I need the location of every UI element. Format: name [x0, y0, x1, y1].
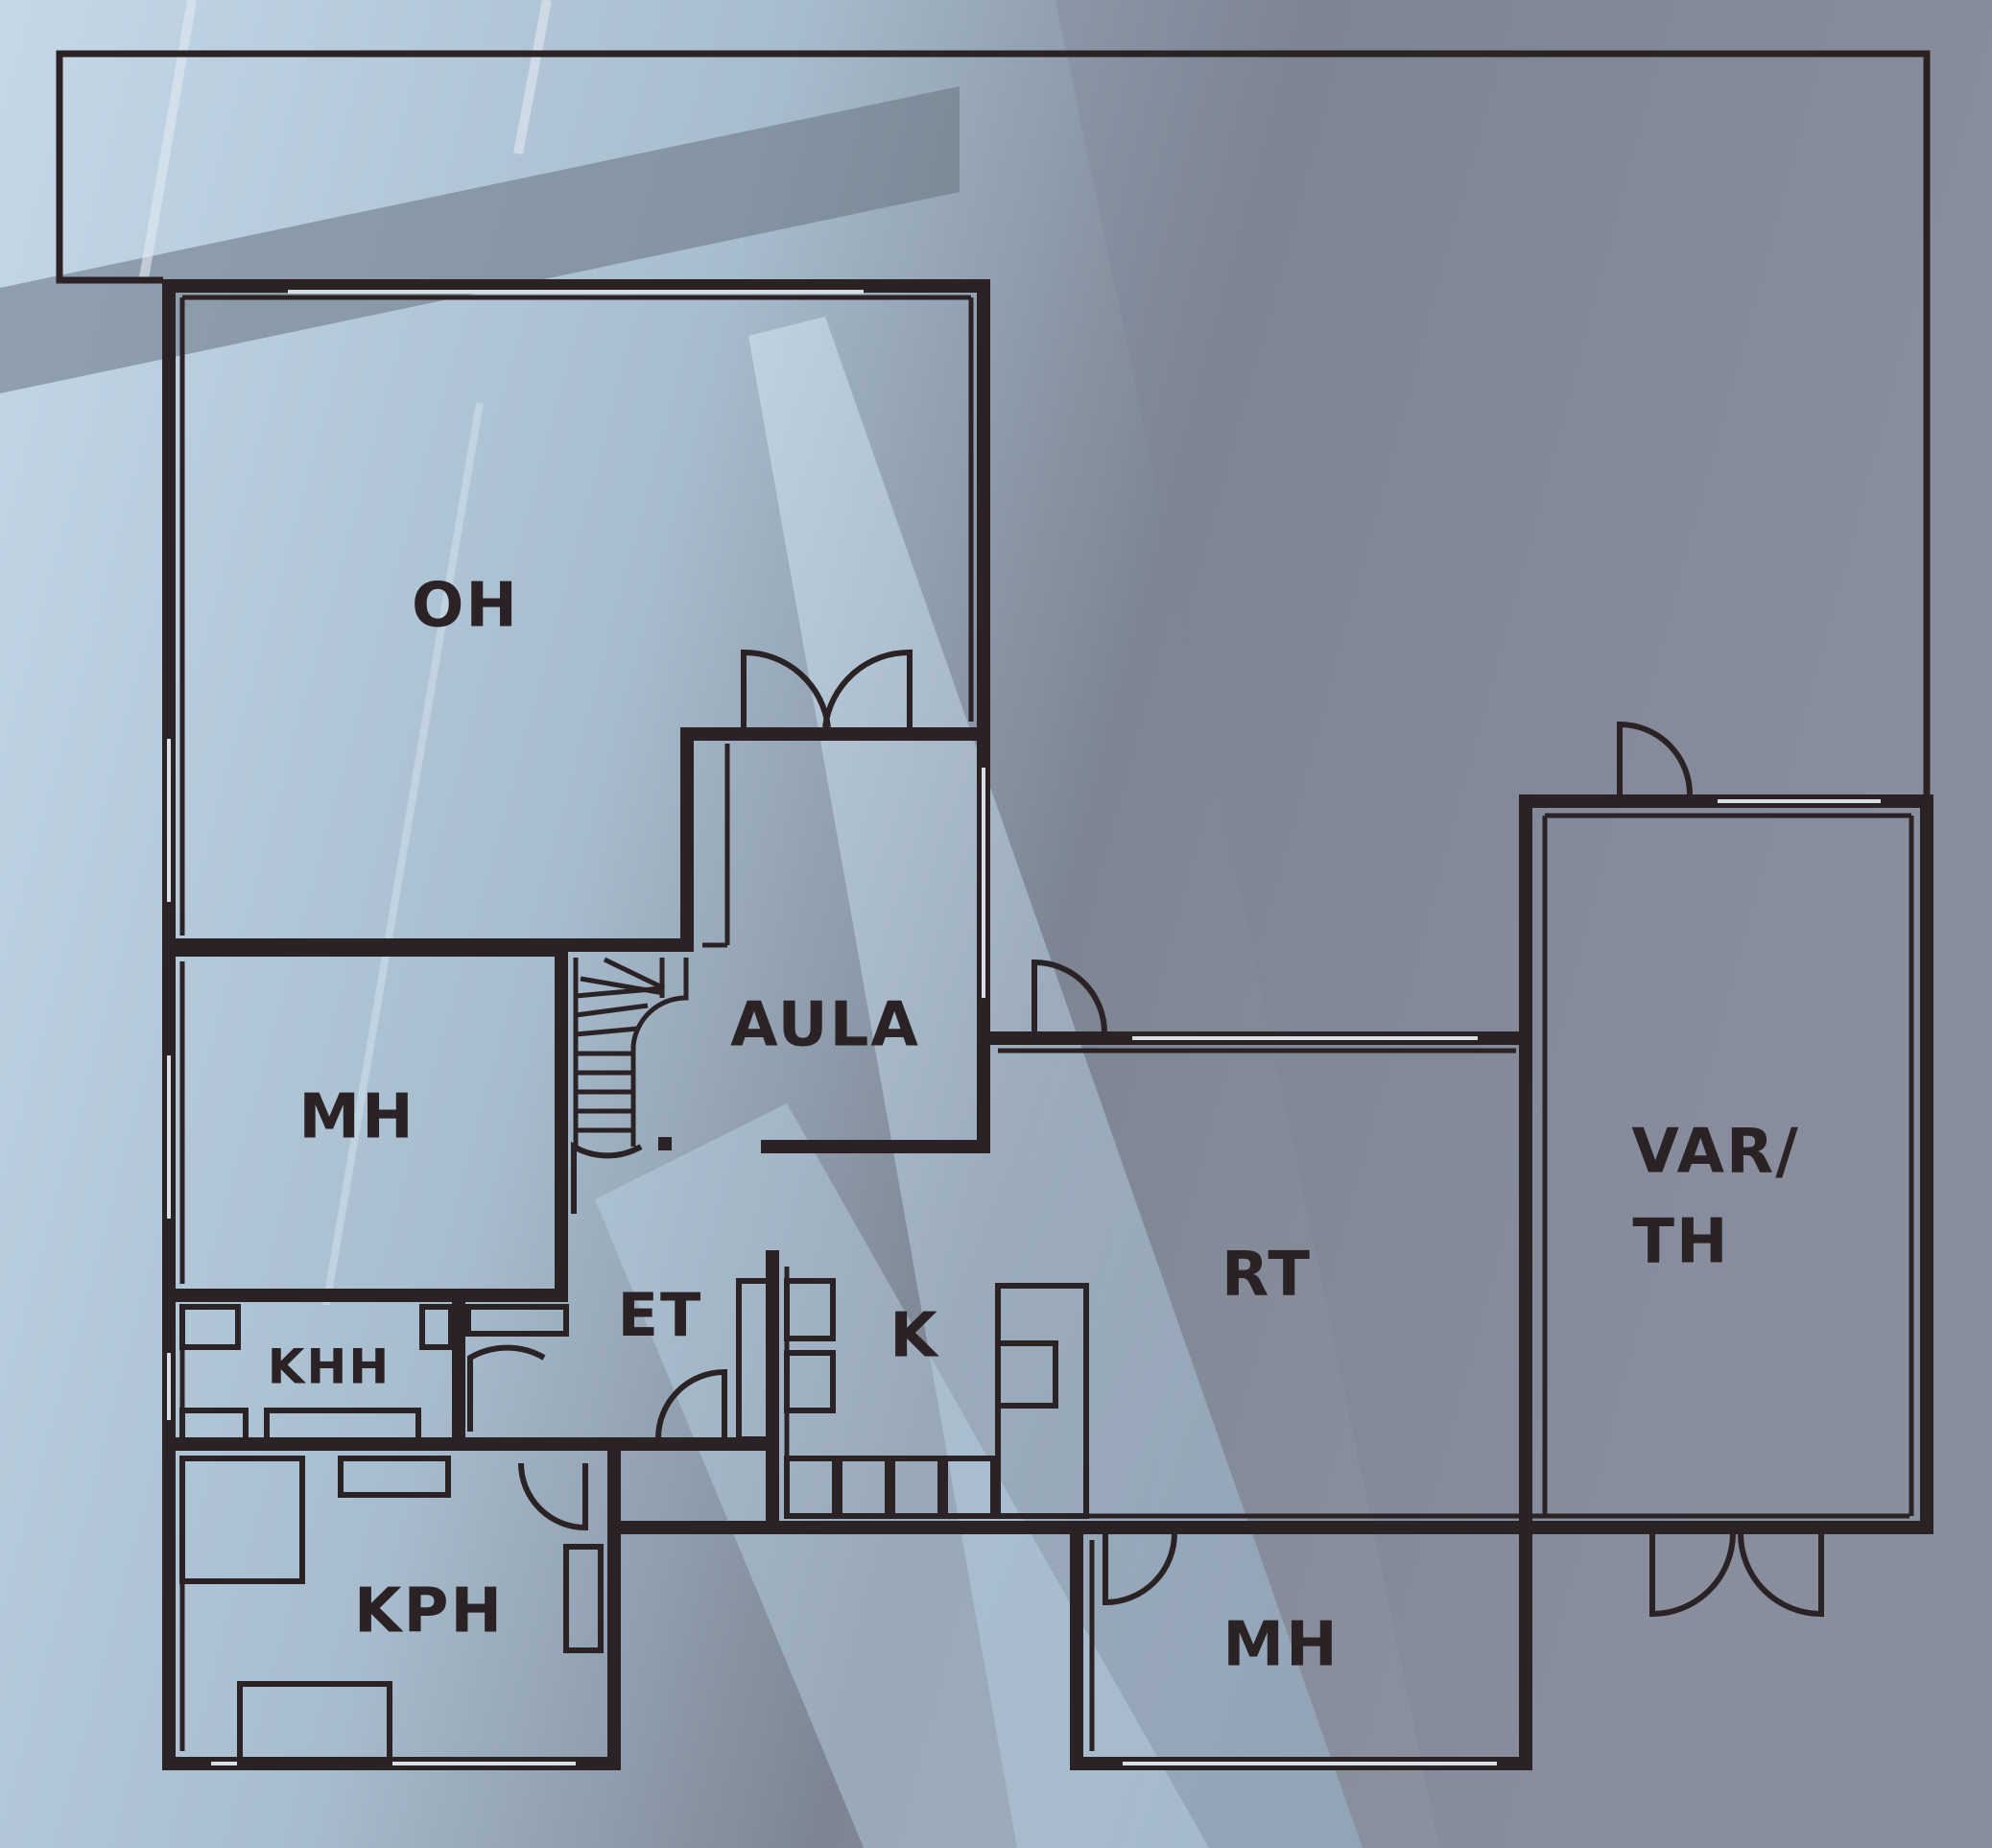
- room-label-kph: KPH: [354, 1576, 504, 1647]
- inner-wall-edges: [179, 295, 1914, 1751]
- fixtures: [179, 1278, 1089, 1766]
- room-label-khh: KHH: [268, 1339, 391, 1395]
- room-label-aula: AULA: [730, 990, 920, 1061]
- room-label-var-th-line2: TH: [1632, 1207, 1729, 1278]
- room-label-var-th-line1: VAR/: [1631, 1117, 1799, 1188]
- room-label-k: K: [889, 1301, 939, 1372]
- ceiling-beam-top: [0, 86, 960, 393]
- room-label-rt: RT: [1221, 1240, 1312, 1311]
- room-label-et: ET: [618, 1280, 703, 1350]
- light-beam: [748, 317, 1363, 1848]
- light-beam-2: [595, 1103, 1209, 1848]
- room-label-mh-bottom: MH: [1222, 1610, 1339, 1681]
- room-label-oh: OH: [412, 571, 519, 642]
- doors: [467, 649, 1824, 1618]
- room-label-mh-left: MH: [298, 1082, 415, 1153]
- roof-outline: [56, 50, 1931, 805]
- staircase: [573, 957, 689, 1150]
- room-labels: OH MH AULA ET KHH KPH K RT VAR/ TH MH: [268, 571, 1799, 1681]
